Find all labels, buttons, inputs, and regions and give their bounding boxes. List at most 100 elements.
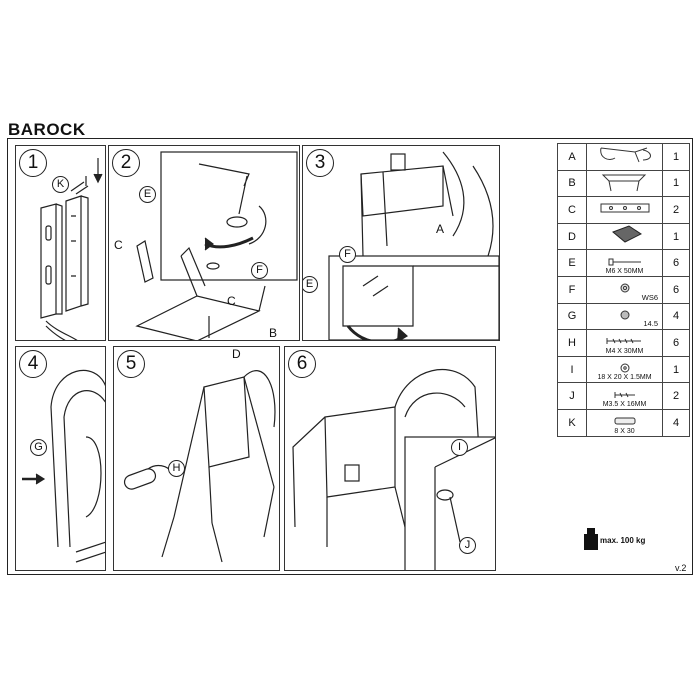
- part-quantity: 6: [662, 275, 690, 304]
- screw-icon: [595, 338, 655, 351]
- version-label: v.2: [675, 563, 687, 573]
- part-spec: WS6: [641, 292, 658, 302]
- step-6-illustration: [292, 369, 495, 570]
- part-quantity: 1: [662, 222, 690, 251]
- callout-i: I: [451, 439, 468, 456]
- part-quantity: 2: [662, 382, 690, 410]
- callout-j: J: [459, 537, 476, 554]
- part-letter: F: [557, 275, 587, 304]
- parts-row: J M3.5 X 16MM 2: [557, 382, 690, 410]
- step-6-panel: 6 I J: [284, 346, 496, 571]
- part-picture: WS6: [586, 275, 663, 304]
- part-spec: 14.5: [643, 319, 658, 329]
- part-picture: [586, 222, 663, 251]
- part-quantity: 2: [662, 196, 690, 224]
- part-picture: M4 X 30MM: [586, 329, 663, 357]
- callout-g: G: [30, 439, 47, 456]
- part-quantity: 6: [662, 249, 690, 277]
- part-quantity: 1: [662, 143, 690, 171]
- seat-cushion-icon: [595, 225, 655, 249]
- small-screw-icon: [595, 391, 655, 405]
- weight-icon: [584, 528, 598, 550]
- chair-frame-icon: [595, 147, 655, 169]
- product-title: BAROCK: [8, 120, 86, 139]
- step-5-panel: 5 D H: [113, 346, 280, 571]
- part-spec: 8 X 30: [614, 427, 635, 435]
- part-letter: C: [557, 196, 587, 224]
- callout-k-top: K: [52, 176, 69, 193]
- washer-icon: [595, 283, 655, 298]
- label-c-right: C: [227, 294, 236, 308]
- part-picture: 8 X 30: [586, 408, 663, 437]
- part-letter: B: [557, 169, 587, 198]
- instruction-sheet-frame: [7, 138, 693, 575]
- step-4-number: 4: [19, 350, 47, 378]
- part-picture: [586, 169, 663, 198]
- step-4-illustration: [22, 369, 105, 563]
- part-quantity: 1: [662, 169, 690, 198]
- part-picture: 18 X 20 X 1.5MM: [586, 355, 663, 384]
- part-quantity: 6: [662, 329, 690, 357]
- part-picture: [586, 143, 663, 171]
- step-1-illustration: [40, 158, 103, 340]
- part-picture: 14.5: [586, 302, 663, 331]
- part-letter: K: [557, 408, 587, 437]
- callout-e: E: [303, 276, 318, 293]
- part-quantity: 4: [662, 302, 690, 331]
- step-2-panel: 2 E F C C B: [108, 145, 300, 341]
- step-5-number: 5: [117, 350, 145, 378]
- dowel-icon: [595, 417, 655, 431]
- parts-row: F WS6 6: [557, 275, 690, 304]
- parts-row: K 8 X 30 4: [557, 408, 690, 437]
- part-letter: I: [557, 355, 587, 384]
- part-letter: D: [557, 222, 587, 251]
- part-quantity: 1: [662, 355, 690, 384]
- part-picture: [586, 196, 663, 224]
- callout-f: F: [251, 262, 268, 279]
- part-letter: E: [557, 249, 587, 277]
- part-spec: 18 X 20 X 1.5MM: [597, 374, 652, 382]
- cap-icon: [595, 310, 655, 325]
- step-4-panel: 4 G: [15, 346, 106, 571]
- callout-f: F: [339, 246, 356, 263]
- part-picture: M3.5 X 16MM: [586, 382, 663, 410]
- part-letter: A: [557, 143, 587, 171]
- parts-row: H M4 X 30MM 6: [557, 329, 690, 357]
- seat-frame-icon: [595, 174, 655, 196]
- step-2-number: 2: [112, 149, 140, 177]
- label-d: D: [232, 347, 241, 361]
- part-letter: J: [557, 382, 587, 410]
- step-6-number: 6: [288, 350, 316, 378]
- part-letter: H: [557, 329, 587, 357]
- bracket-icon: [595, 363, 655, 378]
- parts-row: I 18 X 20 X 1.5MM 1: [557, 355, 690, 384]
- step-5-illustration: [123, 370, 276, 563]
- part-spec: M3.5 X 16MM: [602, 400, 647, 408]
- step-3-number: 3: [306, 149, 334, 177]
- part-spec: M6 X 50MM: [605, 267, 644, 275]
- step-3-panel: 3 A F E: [302, 145, 500, 341]
- label-b: B: [269, 326, 278, 340]
- label-c-left: C: [114, 238, 123, 252]
- part-letter: G: [557, 302, 587, 331]
- step-2-illustration: [135, 151, 298, 340]
- part-quantity: 4: [662, 408, 690, 437]
- part-picture: M6 X 50MM: [586, 249, 663, 277]
- step-1-panel: 1 K K: [15, 145, 106, 341]
- step-3-illustration: [328, 151, 499, 340]
- callout-h: H: [168, 460, 185, 477]
- step-1-number: 1: [19, 149, 47, 177]
- bolt-icon: [595, 258, 655, 272]
- part-spec: M4 X 30MM: [605, 347, 644, 355]
- parts-row: G 14.5 4: [557, 302, 690, 331]
- callout-e: E: [139, 186, 156, 203]
- parts-row: E M6 X 50MM 6: [557, 249, 690, 277]
- side-rail-icon: [595, 203, 655, 222]
- weight-limit-label: max. 100 kg: [600, 536, 646, 545]
- label-a: A: [436, 222, 445, 236]
